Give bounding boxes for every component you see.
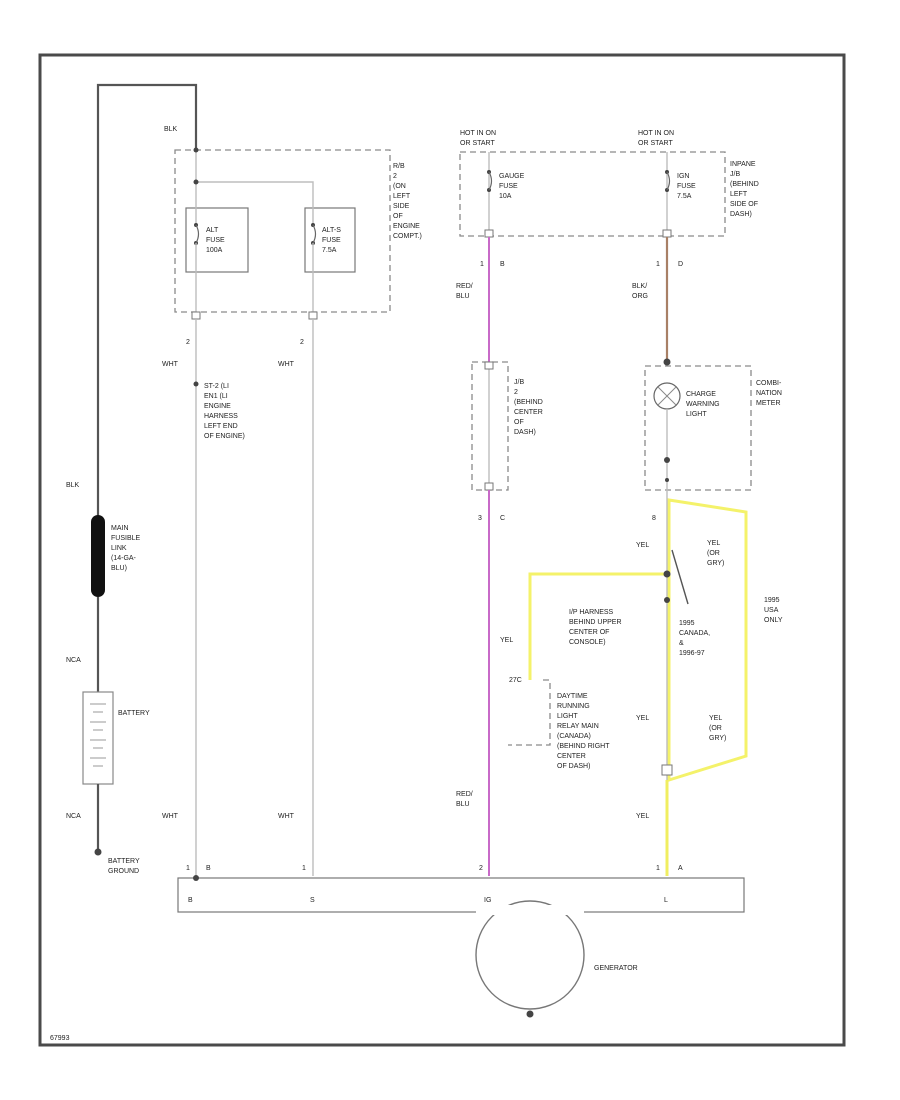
label-pin-d: D — [678, 261, 683, 268]
alt-s-fuse-symbol — [312, 224, 317, 244]
label-wht-3: WHT — [162, 813, 179, 820]
jumper-switch — [671, 549, 689, 605]
label-red-blu-2: RED/ BLU — [456, 791, 475, 808]
alt-fuse-symbol — [195, 224, 200, 244]
label-gen-pin-1s: 1 — [302, 865, 306, 872]
red-blu-circuit: RED/ BLU J/B 2 (BEHIND CENTER OF DASH) 3… — [456, 237, 545, 876]
label-yel-or-gry-1: YEL (OR GRY) — [707, 540, 724, 567]
label-yel-3: YEL — [636, 715, 649, 722]
label-hot-on-1: HOT IN ON OR START — [460, 130, 498, 147]
label-gen-term-l: L — [664, 897, 668, 904]
usa-only-yel-path — [667, 498, 748, 783]
generator-symbol — [475, 900, 585, 1010]
label-pin-c: C — [500, 515, 505, 522]
label-generator: GENERATOR — [594, 965, 638, 972]
label-fuse-box-location: R/B 2 (ON LEFT SIDE OF ENGINE COMPT.) — [393, 163, 422, 240]
inpane-jb: HOT IN ON OR START HOT IN ON OR START GA… — [459, 130, 761, 268]
label-blk-top: BLK — [164, 126, 178, 133]
label-gen-pin-b: B — [206, 865, 211, 872]
alt-s-fuse-box — [304, 207, 356, 273]
diagram-frame — [38, 53, 846, 1047]
alt-fuse-box — [185, 207, 249, 273]
label-pin-b: B — [500, 261, 505, 268]
label-jb-center: J/B 2 (BEHIND CENTER OF DASH) — [514, 379, 545, 436]
battery-ground-point — [94, 848, 102, 856]
label-blk-mid: BLK — [66, 482, 80, 489]
battery-circuit: BLK BLK NCA NCA MAIN FUSIBLE LINK (14-GA… — [66, 83, 198, 875]
label-splice-note: ST-2 (LI EN1 (LI ENGINE HARNESS LEFT END… — [204, 383, 245, 440]
ign-fuse-symbol — [666, 171, 671, 191]
label-pin-8: 8 — [652, 515, 656, 522]
label-combination-meter: COMBI- NATION METER — [756, 380, 784, 407]
label-nca-2: NCA — [66, 813, 81, 820]
fuse-box-rb2: ALT FUSE 100A ALT-S FUSE 7.5A R/B 2 (ON … — [174, 147, 422, 346]
label-gen-pin-2: 2 — [479, 865, 483, 872]
drl-yel-path — [528, 572, 667, 680]
label-hot-on-2: HOT IN ON OR START — [638, 130, 676, 147]
generator: GENERATOR 1 B 1 2 1 A B S IG L — [177, 865, 745, 1018]
label-pin-2b: 2 — [300, 339, 304, 346]
label-yel-4: YEL — [636, 813, 649, 820]
label-gen-pin-1: 1 — [186, 865, 190, 872]
label-pin-3a: 3 — [478, 515, 482, 522]
label-gen-term-s: S — [310, 897, 315, 904]
yel-circuit: YEL YEL (OR GRY) 1995 USA ONLY I/P HARNE… — [500, 490, 783, 876]
label-yel-1: YEL — [636, 542, 649, 549]
wht-wires: WHT WHT ST-2 (LI EN1 (LI ENGINE HARNESS … — [162, 319, 314, 876]
label-yel-2: YEL — [500, 637, 513, 644]
label-blk-org: BLK/ ORG — [632, 283, 649, 300]
label-main-fusible-link: MAIN FUSIBLE LINK (14-GA- BLU) — [111, 525, 142, 572]
fuse-box-outline — [174, 149, 391, 313]
label-gen-pin-a: A — [678, 865, 683, 872]
label-alt-fuse: ALT FUSE 100A — [206, 227, 227, 254]
label-wht-4: WHT — [278, 813, 295, 820]
charge-warning-circuit: BLK/ ORG CHARGE WARNING LIGHT COMBI- NAT… — [632, 237, 784, 522]
label-usa-only: 1995 USA ONLY — [764, 597, 783, 624]
combination-meter-outline — [644, 365, 752, 491]
figure-id: 67993 — [50, 1035, 70, 1042]
label-nca-1: NCA — [66, 657, 81, 664]
label-gen-term-b: B — [188, 897, 193, 904]
battery-symbol — [82, 691, 114, 785]
label-gen-pin-1l: 1 — [656, 865, 660, 872]
label-pin-1b: 1 — [656, 261, 660, 268]
label-canada-years: 1995 CANADA, & 1996-97 — [679, 620, 712, 657]
generator-ground-point — [526, 1010, 534, 1018]
label-ref-27c: 27C — [509, 677, 522, 684]
label-inpane-jb-location: INPANE J/B (BEHIND LEFT SIDE OF DASH) — [730, 161, 761, 218]
drl-relay-outline — [508, 679, 551, 746]
label-gen-term-ig: IG — [484, 897, 491, 904]
label-battery-ground: BATTERY GROUND — [108, 858, 141, 875]
generator-terminal-strip — [177, 877, 745, 913]
main-fusible-link — [91, 515, 105, 597]
label-ign-fuse: IGN FUSE 7.5A — [677, 173, 698, 200]
jb2-outline — [471, 361, 509, 491]
label-pin-1a: 1 — [480, 261, 484, 268]
label-wht-1: WHT — [162, 361, 179, 368]
gauge-fuse-symbol — [488, 171, 493, 191]
label-pin-2a: 2 — [186, 339, 190, 346]
label-charge-warning-light: CHARGE WARNING LIGHT — [686, 391, 722, 418]
label-ip-harness: I/P HARNESS BEHIND UPPER CENTER OF CONSO… — [569, 609, 623, 646]
wire-battery-main — [96, 83, 198, 520]
label-red-blu-1: RED/ BLU — [456, 283, 475, 300]
wire-alt-s-feed — [196, 181, 314, 225]
label-yel-or-gry-2: YEL (OR GRY) — [709, 715, 726, 742]
label-wht-2: WHT — [278, 361, 295, 368]
inpane-jb-outline — [459, 151, 726, 237]
label-gauge-fuse: GAUGE FUSE 10A — [499, 173, 526, 200]
label-drl-relay: DAYTIME RUNNING LIGHT RELAY MAIN (CANADA… — [557, 693, 611, 770]
label-battery: BATTERY — [118, 710, 150, 717]
label-alt-s-fuse: ALT-S FUSE 7.5A — [322, 227, 343, 254]
